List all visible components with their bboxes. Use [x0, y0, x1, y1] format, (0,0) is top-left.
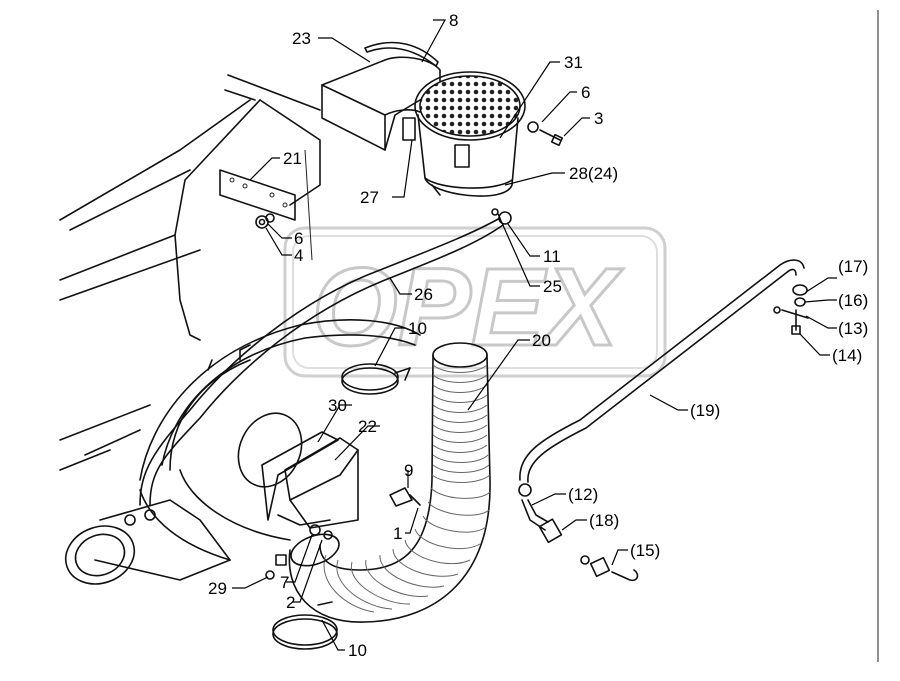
- label-12: (12): [568, 485, 598, 504]
- label-26: 26: [414, 285, 433, 304]
- fan-housing: [64, 319, 421, 585]
- air-filter-28: [414, 71, 526, 197]
- fittings-17-16-13-14: [773, 284, 809, 335]
- callout-labels: 8 23 31 6 3 21 28(24) 27 6 4 11 25 26 (1…: [208, 11, 868, 660]
- leader-lines: [232, 19, 837, 651]
- label-6-top: 6: [581, 83, 590, 102]
- plate-9-bolt-1: [389, 487, 421, 507]
- label-9: 9: [404, 461, 413, 480]
- label-30: 30: [328, 396, 347, 415]
- label-25: 25: [543, 277, 562, 296]
- nut-4-6: [255, 213, 275, 229]
- label-31: 31: [564, 53, 583, 72]
- label-21: 21: [283, 149, 302, 168]
- label-10-top: 10: [408, 319, 427, 338]
- hose-26: [139, 217, 504, 506]
- label-18: (18): [589, 511, 619, 530]
- label-2: 2: [286, 593, 295, 612]
- label-27: 27: [360, 188, 379, 207]
- label-14: (14): [832, 346, 862, 365]
- watermark-text: OPEX: [312, 246, 623, 369]
- label-8: 8: [449, 11, 458, 30]
- label-7: 7: [280, 573, 289, 592]
- strap-8: [364, 41, 439, 67]
- plate-21: [219, 169, 296, 221]
- label-13: (13): [838, 319, 868, 338]
- parts-7-2-29: [265, 524, 333, 580]
- label-10-bottom: 10: [348, 641, 367, 660]
- label-4: 4: [294, 246, 303, 265]
- label-20: 20: [532, 331, 551, 350]
- hood-23: [321, 56, 441, 151]
- label-28-24: 28(24): [569, 164, 618, 183]
- label-1: 1: [393, 524, 402, 543]
- cover-22: [261, 431, 359, 529]
- label-11: 11: [543, 247, 561, 266]
- label-19: (19): [690, 401, 720, 420]
- label-29: 29: [208, 579, 227, 598]
- label-16: (16): [838, 291, 868, 310]
- label-6-left: 6: [294, 229, 303, 248]
- label-15: (15): [630, 541, 660, 560]
- fittings-12-18-15: [518, 483, 639, 582]
- clamp-10-top: [341, 363, 411, 395]
- bolt-3-washer-6: [527, 121, 564, 147]
- label-3: 3: [594, 109, 603, 128]
- pipe-19: [519, 259, 805, 483]
- machine-frame: [59, 74, 321, 471]
- label-22: 22: [358, 417, 377, 436]
- clamp-10-bottom: [272, 601, 338, 650]
- flex-hose-20: [288, 342, 491, 623]
- watermark: OPEX: [283, 226, 667, 378]
- label-17: (17): [838, 257, 868, 276]
- label-23: 23: [292, 29, 311, 48]
